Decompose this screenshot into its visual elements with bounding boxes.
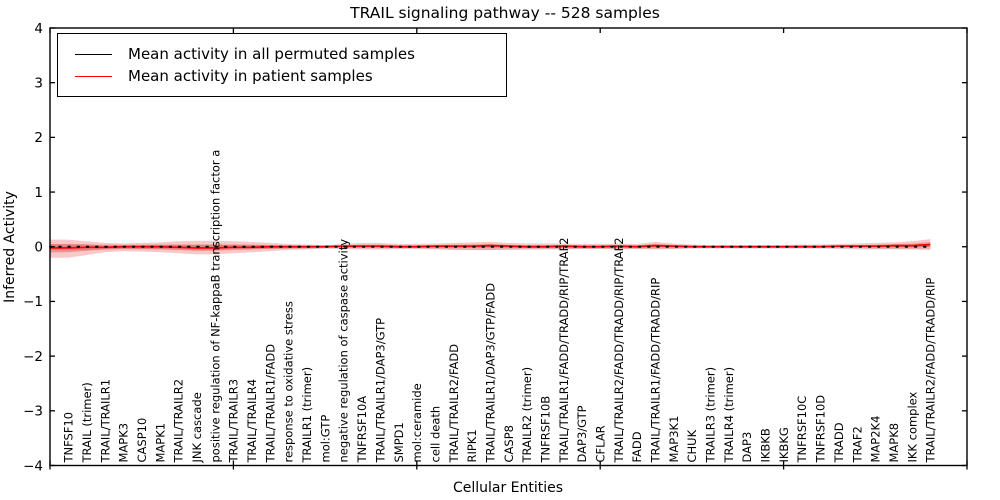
- x-category-label: TNFSF10: [62, 412, 76, 464]
- y-tick-label: −1: [23, 294, 43, 310]
- chart-title: TRAIL signaling pathway -- 528 samples: [349, 4, 660, 22]
- x-category-label: TRAIL/TRAILR1/FADD/TRADD/RIP/TRAF2: [557, 237, 571, 463]
- y-tick-label: 2: [34, 130, 43, 146]
- x-category-label: cell death: [428, 406, 442, 463]
- x-category-label: MAPK3: [117, 423, 131, 463]
- x-category-label: mol:GTP: [318, 415, 332, 463]
- x-category-label: DAP3: [740, 432, 754, 463]
- x-category-label: TRAIL/TRAILR2/FADD: [447, 344, 461, 464]
- x-category-label: MAP2K4: [869, 416, 883, 463]
- y-tick-label: −2: [23, 349, 43, 365]
- x-category-label: TRAIL/TRAILR1/FADD: [263, 344, 277, 464]
- x-category-label: IKBKB: [759, 428, 773, 462]
- x-category-label: DAP3/GTP: [575, 405, 589, 462]
- x-category-label: TRAIL/TRAILR1/FADD/TRADD/RIP: [649, 278, 663, 464]
- confidence-bands-layer: [50, 239, 931, 258]
- y-tick-label: 0: [34, 240, 43, 256]
- y-tick-labels-layer: 4 3 2 1 0 −1 −2 −3 −4: [23, 21, 43, 474]
- x-category-label: TNFRSF10A: [355, 396, 369, 464]
- red-line-icon: [75, 75, 112, 77]
- x-category-label: SMPD1: [392, 422, 406, 462]
- black-line-icon: [75, 53, 112, 55]
- x-category-label: TRAILR1 (trimer): [300, 367, 314, 464]
- y-tick-label: 1: [34, 185, 43, 201]
- x-category-label: TRAILR3 (trimer): [704, 367, 718, 464]
- x-category-label: RIPK1: [465, 429, 479, 462]
- legend-item-label: Mean activity in patient samples: [128, 66, 373, 85]
- x-category-label: IKBKG: [777, 427, 791, 462]
- y-tick-label: 3: [34, 75, 43, 91]
- legend-item-label: Mean activity in all permuted samples: [128, 44, 415, 63]
- x-category-label: TRAIL/TRAILR1/DAP3/GTP/FADD: [483, 283, 497, 464]
- x-category-label: MAPK1: [153, 423, 167, 463]
- y-tick-label: −3: [23, 404, 43, 420]
- x-category-label: response to oxidative stress: [282, 301, 296, 462]
- y-tick-label: 4: [34, 21, 43, 37]
- y-tick-label: −4: [23, 458, 43, 474]
- x-category-label: MAP3K1: [667, 416, 681, 463]
- legend-item: Mean activity in all permuted samples: [75, 44, 506, 63]
- axes-frame: [49, 27, 968, 467]
- x-category-label: CHUK: [685, 429, 699, 462]
- y-axis-label: Inferred Activity: [2, 191, 18, 303]
- x-category-label: negative regulation of caspase activity: [337, 239, 351, 463]
- x-category-label: TRAIL/TRAILR1/DAP3/GTP: [373, 318, 387, 464]
- x-category-label: TRAIL/TRAILR1: [98, 379, 112, 464]
- x-category-label: TRAF2: [850, 426, 864, 463]
- legend: Mean activity in all permuted samples Me…: [57, 33, 507, 97]
- x-category-label: JNK cascade: [190, 392, 204, 463]
- x-category-label: mol:ceramide: [410, 383, 424, 462]
- series-lines-layer: [49, 243, 932, 249]
- x-category-label: TNFRSF10B: [538, 396, 552, 464]
- x-category-label: CASP8: [502, 425, 516, 462]
- x-category-label: CFLAR: [594, 425, 608, 462]
- x-category-label: MAPK8: [887, 423, 901, 463]
- x-category-label: TRAIL/TRAILR2: [172, 379, 186, 464]
- x-category-label: TNFRSF10C: [795, 396, 809, 464]
- x-category-label: TRAIL/TRAILR3: [227, 379, 241, 464]
- x-category-label: FADD: [630, 431, 644, 462]
- x-category-label: CASP10: [135, 418, 149, 463]
- x-category-label: TRAIL/TRAILR2/FADD/TRADD/RIP: [924, 278, 938, 464]
- x-category-label: TRAIL/TRAILR4: [245, 379, 259, 464]
- x-category-label: positive regulation of NF-kappaB transcr…: [208, 150, 222, 463]
- x-category-label: TRAILR2 (trimer): [520, 367, 534, 464]
- x-category-label: TRAIL/TRAILR2/FADD/TRADD/RIP/TRAF2: [612, 237, 626, 463]
- x-category-label: IKK complex: [905, 391, 919, 462]
- x-category-label: TNFRSF10D: [814, 395, 828, 464]
- x-category-label: TRAIL (trimer): [80, 382, 94, 463]
- x-category-label: TRADD: [832, 422, 846, 463]
- x-category-label: TRAILR4 (trimer): [722, 367, 736, 464]
- x-axis-label: Cellular Entities: [453, 480, 563, 496]
- legend-item: Mean activity in patient samples: [75, 66, 506, 85]
